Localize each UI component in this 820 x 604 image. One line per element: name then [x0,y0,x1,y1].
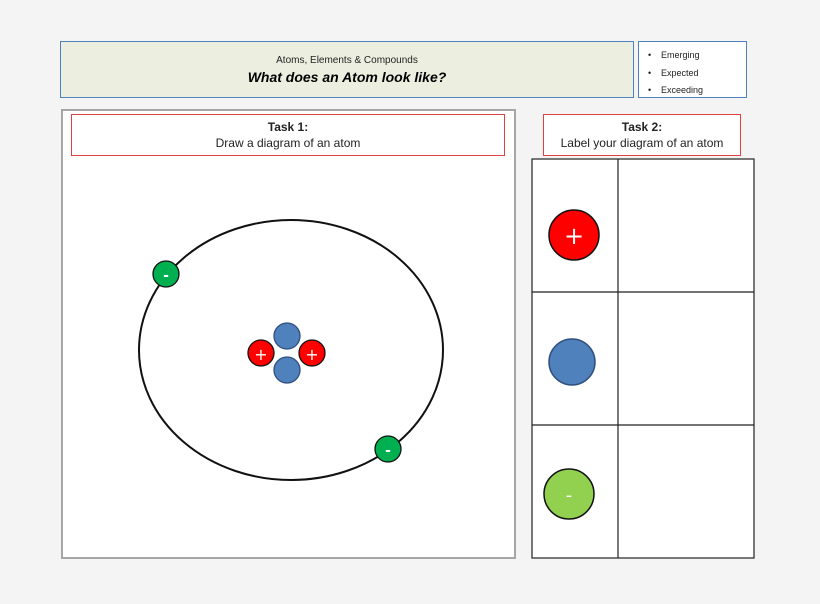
task2-description: Label your diagram of an atom [560,136,724,150]
task1-header: Task 1: Draw a diagram of an atom [71,114,505,156]
electron: - [374,435,402,463]
electron: - [152,260,180,288]
level-exceeding: Exceeding [648,82,746,100]
proton [298,339,326,367]
minus-sign: - [385,443,391,459]
task1-description: Draw a diagram of an atom [215,136,361,150]
proton-key: + [548,209,600,261]
nucleus: + + [247,322,326,384]
level-emerging: Emerging [648,47,746,65]
minus-sign: - [566,485,573,506]
neutron [273,356,301,384]
electron-key: - [543,468,595,520]
plus-sign: + [564,222,584,250]
task1-title: Task 1: [267,120,309,134]
lesson-topic: Atoms, Elements & Compounds [276,55,418,66]
task2-header: Task 2: Label your diagram of an atom [543,114,741,156]
lesson-question: What does an Atom look like? [247,69,447,85]
label-cell-electron[interactable] [620,427,752,556]
electron-circle [152,260,180,288]
neutron [273,322,301,350]
minus-sign: - [163,268,169,284]
label-cell-proton[interactable] [620,161,752,290]
success-levels: Emerging Expected Exceeding [638,41,747,100]
task2-title: Task 2: [621,120,663,134]
plus-sign: + [305,345,318,364]
electron-key-circle [543,468,595,520]
electron-orbit [138,219,444,481]
proton [247,339,275,367]
neutron-key-circle [548,338,596,386]
electron-circle [374,435,402,463]
level-expected: Expected [648,65,746,83]
title-box: Atoms, Elements & Compounds What does an… [60,41,634,98]
plus-sign: + [254,345,267,364]
label-cell-neutron[interactable] [620,294,752,423]
proton-key-circle [548,209,600,261]
